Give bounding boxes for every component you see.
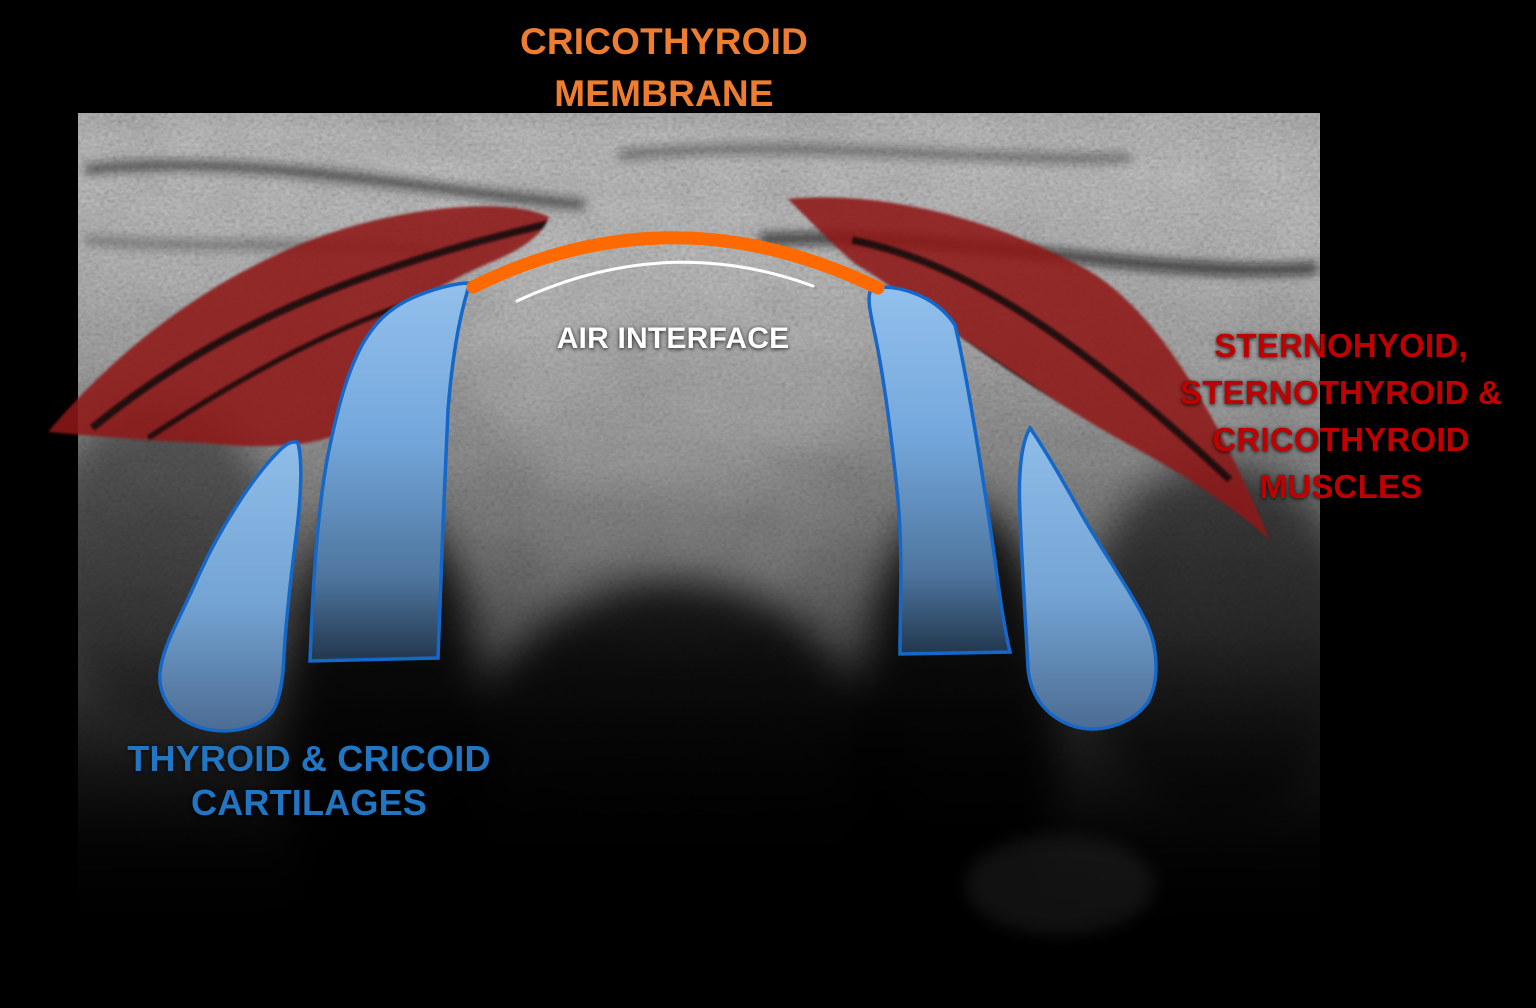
thyroid-cartilage-left <box>308 281 473 663</box>
cartilages-label-line2: CARTILAGES <box>191 782 427 823</box>
membrane-label-line1: CRICOTHYROID <box>519 21 809 62</box>
cartilages-label: THYROID & CRICOID CARTILAGES <box>127 737 490 825</box>
cartilage-overlays <box>158 281 1158 733</box>
air-interface-line <box>515 260 815 303</box>
strap-muscles-label: STERNOHYOID, STERNOTHYROID & CRICOTHYROI… <box>1180 322 1502 510</box>
cricoid-cartilage-right <box>1017 424 1158 731</box>
air-interface-label: AIR INTERFACE <box>556 322 790 355</box>
muscles-label-line3: CRICOTHYROID <box>1212 421 1470 458</box>
cricothyroid-membrane-arc <box>466 231 885 295</box>
muscles-label-line2: STERNOTHYROID & <box>1179 374 1503 411</box>
cartilages-label-line1: THYROID & CRICOID <box>127 738 491 779</box>
cricoid-cartilage-left <box>158 440 303 733</box>
muscles-label-line1: STERNOHYOID, <box>1214 327 1468 364</box>
membrane-label-line2: MEMBRANE <box>554 73 774 114</box>
cricothyroid-membrane-label: CRICOTHYROID MEMBRANE <box>520 16 808 120</box>
muscles-label-line4: MUSCLES <box>1259 468 1423 505</box>
thyroid-cartilage-right <box>867 285 1013 656</box>
